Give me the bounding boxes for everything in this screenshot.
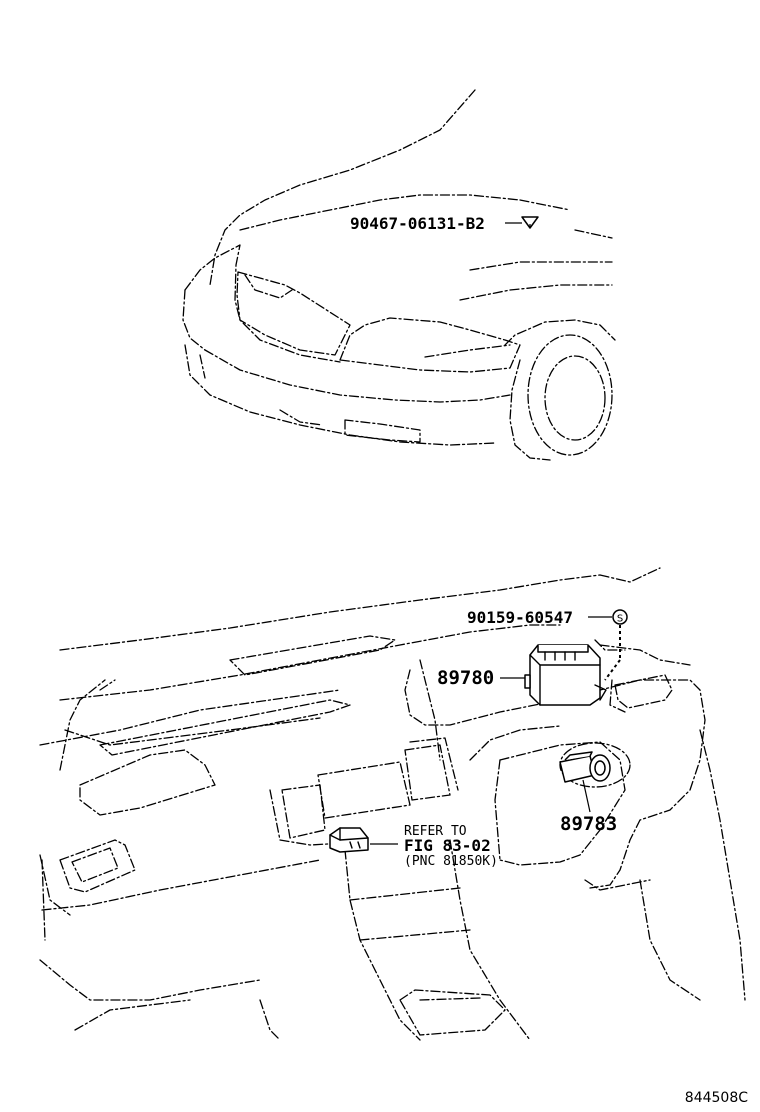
reference-line-2: FIG 83-02 — [404, 836, 491, 855]
reference-line-1: REFER TO — [404, 824, 467, 839]
control-unit-89780 — [524, 644, 607, 706]
reference-callout: REFER TO FIG 83-02 (PNC 81850K) — [370, 824, 498, 869]
svg-text:S: S — [617, 614, 623, 625]
unit-89780-callout: 89780 — [437, 667, 525, 689]
reference-line-3: (PNC 81850K) — [404, 854, 498, 869]
illustration-code: 844508C — [685, 1090, 748, 1106]
part-number-89780: 89780 — [437, 667, 494, 689]
hood-bolt-callout: 90467-06131-B2 — [350, 214, 539, 233]
car-front-illustration — [182, 89, 616, 461]
connector-81850K — [329, 827, 369, 853]
part-number-90159: 90159-60547 — [467, 608, 573, 627]
bolt-icon — [521, 216, 539, 229]
dashboard-illustration — [39, 567, 746, 1041]
switch-89783 — [559, 742, 631, 788]
screw-path-line — [604, 659, 621, 681]
part-number-90467: 90467-06131-B2 — [350, 214, 485, 233]
screw-icon: S — [612, 609, 628, 625]
switch-89783-callout: 89783 — [560, 779, 617, 835]
part-number-89783: 89783 — [560, 813, 617, 835]
screw-callout: 90159-60547 S — [467, 608, 628, 681]
leader-line — [582, 779, 591, 813]
